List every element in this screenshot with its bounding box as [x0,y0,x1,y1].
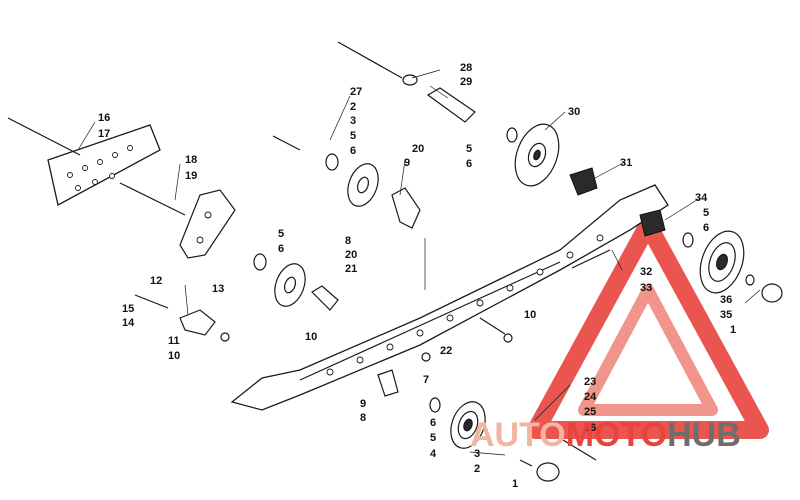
callout-16: 16 [98,112,110,124]
callout-3-top: 3 [350,115,356,127]
idler-wheel-20-lower [274,263,306,307]
pivot-bracket [179,189,236,259]
callout-35: 35 [720,309,732,321]
watermark-brand-auto: AUTO [470,416,566,454]
callout-10-mid: 10 [305,331,317,343]
callout-28: 28 [460,62,472,74]
long-bolt-32 [571,249,611,269]
callout-30: 30 [568,106,580,118]
callout-11: 11 [168,335,180,347]
callout-6-bottom: 6 [430,417,436,429]
callout-2-top: 2 [350,101,356,113]
callout-4: 4 [430,448,437,460]
watermark-brand: AUTOMOTOHUB [470,416,741,454]
watermark-brand-hub: HUB [667,416,741,454]
leader-lines [77,69,761,456]
callout-27: 27 [350,86,362,98]
watermark-logo-icon [527,216,769,439]
main-slide-rail [230,184,669,411]
callout-20-lower: 20 [345,249,357,261]
callout-labels: 16 17 18 19 27 2 3 5 6 28 29 30 5 6 20 9… [98,62,736,490]
watermark-brand-moto: MOTO [566,416,667,454]
axle-arm-9-top [391,187,421,229]
callout-5-upper: 5 [466,143,472,155]
callout-24: 24 [584,391,597,403]
callout-12: 12 [150,275,162,287]
callout-6-left: 6 [278,243,284,255]
callout-1-bottom: 1 [512,478,518,490]
left-rail-fragment [47,124,161,206]
callout-32: 32 [640,266,652,278]
callout-6-right: 6 [703,222,709,234]
callout-6-upper: 6 [466,158,472,170]
axle-rod-18 [119,182,186,216]
callout-26: 26 [584,422,596,434]
callout-10-right: 10 [524,309,536,321]
bolts [134,135,597,467]
callout-20-top: 20 [412,143,424,155]
rear-axle-rod-16 [7,117,81,156]
callout-8-top: 8 [345,235,351,247]
callout-14: 14 [122,317,135,329]
callout-36: 36 [720,294,732,306]
callout-6-top: 6 [350,145,356,157]
callout-9-top: 9 [404,157,410,169]
callout-33: 33 [640,282,652,294]
svg-text:AUTOMOTOHUB: AUTOMOTOHUB [470,416,741,454]
callout-9-bottom: 9 [360,398,366,410]
callout-13: 13 [212,283,224,295]
callout-22: 22 [440,345,452,357]
end-cap-1-right [761,283,783,303]
callout-5-left: 5 [278,228,284,240]
callout-8-bottom: 8 [360,412,366,424]
callout-1-right: 1 [730,324,736,336]
pivot-block-11 [179,309,216,336]
callout-10-left: 10 [168,350,180,362]
callout-23: 23 [584,376,596,388]
washers-small [220,74,755,413]
callout-25: 25 [584,406,596,418]
callout-21: 21 [345,263,357,275]
callout-31: 31 [620,157,632,169]
callout-19: 19 [185,170,197,182]
callout-2-bottom: 2 [474,463,480,475]
axle-rod-27 [337,41,403,79]
callout-17: 17 [98,128,110,140]
callout-5-right: 5 [703,207,709,219]
spacer-29 [426,87,476,123]
callout-29: 29 [460,76,472,88]
rear-wheel-34 [699,230,745,294]
callout-34: 34 [695,192,708,204]
front-wheel-4 [450,401,486,449]
callout-15: 15 [122,303,134,315]
idler-wheel-20-top [347,163,379,207]
end-cap-1-bottom [536,462,560,482]
hub-34 [639,209,666,237]
callout-5-top: 5 [350,130,356,142]
hub-31 [569,167,598,196]
callout-18: 18 [185,154,197,166]
callout-5-bottom: 5 [430,432,436,444]
callout-7: 7 [423,374,429,386]
axle-arm-9-bottom [377,369,399,397]
spacer-21 [311,285,339,311]
large-idler-wheel-30 [514,123,560,187]
callout-3-bottom: 3 [474,448,480,460]
